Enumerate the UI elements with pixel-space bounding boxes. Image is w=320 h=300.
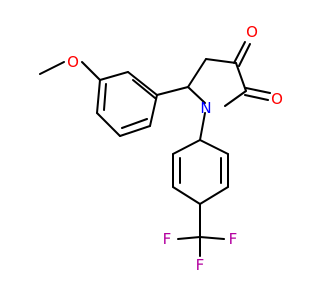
- bond: [177, 236, 201, 240]
- bond: [119, 125, 151, 137]
- bond: [149, 94, 158, 127]
- bond: [199, 186, 229, 205]
- fluorine-bottom-label: F: [196, 256, 205, 274]
- bond: [244, 94, 269, 101]
- bond: [103, 83, 107, 111]
- bond: [245, 87, 271, 94]
- bond: [187, 86, 206, 104]
- bond: [127, 71, 158, 96]
- carbonyl-oxygen-upper-label: O: [246, 23, 258, 41]
- bond: [172, 139, 201, 155]
- fluorine-left-label: F: [163, 230, 172, 248]
- bond: [81, 61, 101, 81]
- bond: [96, 112, 121, 137]
- bond: [199, 236, 225, 240]
- bond: [235, 62, 247, 92]
- bond: [121, 118, 148, 129]
- bond: [238, 43, 251, 67]
- ring-nitrogen-label: N: [200, 99, 211, 117]
- bond: [199, 139, 229, 155]
- bond: [205, 58, 237, 64]
- carbonyl-oxygen-lower-label: O: [271, 90, 283, 108]
- bond: [156, 86, 189, 96]
- bond: [99, 71, 129, 81]
- methoxy-oxygen-label: O: [67, 53, 79, 71]
- bond: [39, 61, 65, 75]
- bond: [224, 90, 247, 107]
- bond: [199, 112, 206, 141]
- bond: [187, 58, 207, 88]
- bond: [96, 79, 101, 114]
- bond: [233, 41, 246, 64]
- bond: [132, 79, 156, 99]
- fluorine-right-label: F: [229, 230, 238, 248]
- molecule-structure: O O O N F F F: [39, 23, 283, 274]
- bond: [172, 186, 201, 205]
